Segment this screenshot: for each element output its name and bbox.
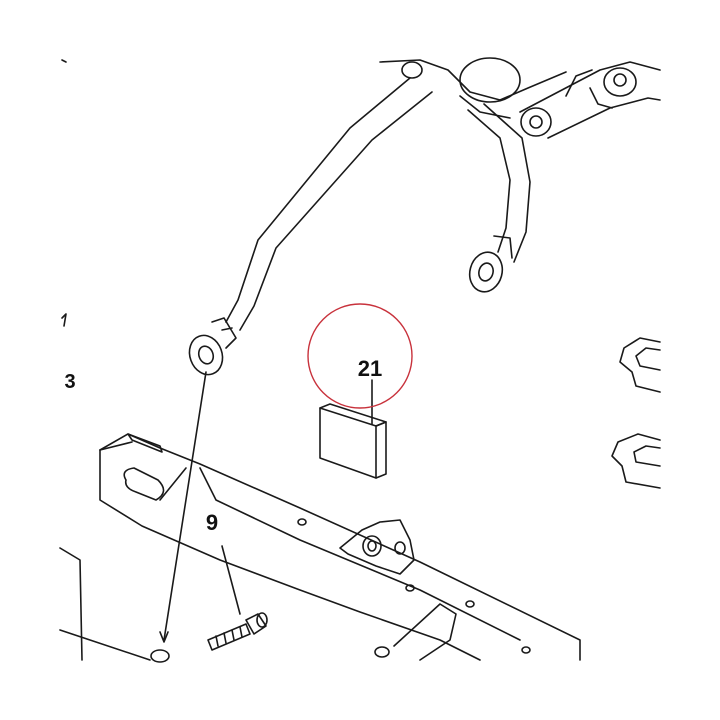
right-bracket-lower	[611, 433, 661, 489]
callout-label-9: 9	[206, 510, 218, 535]
left-edge-fragments	[61, 59, 67, 327]
edge-fragment-label: 3	[64, 371, 75, 393]
right-bracket-upper	[619, 337, 661, 393]
frame-rail	[59, 433, 581, 663]
leader-arrow	[159, 631, 169, 643]
highlight-circle	[307, 303, 413, 409]
leader-line-left-eye	[163, 371, 207, 641]
fork-linkage-assembly	[188, 57, 661, 376]
bolt-part-9	[207, 612, 268, 651]
pad-part-21	[319, 403, 387, 479]
callout-label-21: 21	[358, 356, 382, 381]
leader-line-part-9	[221, 545, 241, 615]
